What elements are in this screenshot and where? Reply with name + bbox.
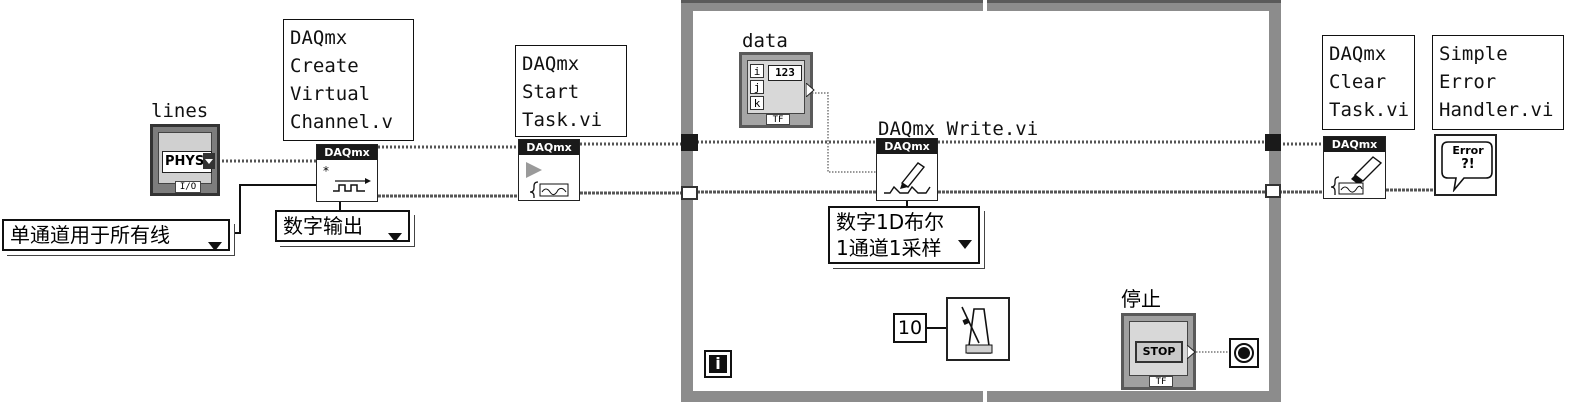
write-mode-ring[interactable]: 数字1D布尔 1通道1采样	[828, 206, 980, 264]
write-vi-label: DAQmx Write.vi	[878, 118, 1039, 140]
lines-label: lines	[151, 100, 209, 122]
stop-label: 停止	[1121, 287, 1161, 311]
write-mode-line2: 1通道1采样	[836, 236, 942, 260]
svg-text:*: *	[323, 164, 329, 178]
clear-task-node[interactable]: DAQmx	[1323, 136, 1386, 199]
iteration-terminal: i	[704, 350, 732, 378]
error-handler-node[interactable]: Error ?!	[1434, 134, 1497, 196]
speech-bubble-icon	[1441, 141, 1493, 192]
stop-tf-tag: TF	[1149, 376, 1173, 387]
error-mark: ?!	[1461, 157, 1475, 172]
iteration-label: i	[709, 355, 727, 373]
lines-io-tag: I/O	[175, 181, 201, 193]
daqmx-badge: DAQmx	[317, 145, 377, 160]
daqmx-badge: DAQmx	[877, 139, 937, 154]
data-index-k: k	[750, 96, 764, 110]
task-tunnel-out[interactable]	[1265, 134, 1281, 151]
loop-top-edge	[681, 0, 1281, 3]
wire-grouping-to-create	[230, 184, 317, 234]
start-task-icon	[526, 162, 569, 198]
start-task-node[interactable]: DAQmx	[518, 139, 580, 201]
daqmx-badge: DAQmx	[519, 140, 579, 155]
wait-constant[interactable]: 10	[893, 313, 927, 343]
stop-if-true-icon	[1234, 343, 1254, 363]
data-index-j: j	[750, 80, 764, 94]
write-mode-line1: 数字1D布尔	[836, 210, 945, 234]
data-numeric: 123	[768, 65, 802, 81]
while-loop[interactable]	[681, 0, 1281, 402]
channel-type-ring[interactable]: 数字输出	[275, 210, 410, 242]
create-channel-node[interactable]: DAQmx *	[316, 144, 378, 202]
line-grouping-ring[interactable]: 单通道用于所有线	[2, 219, 230, 251]
start-task-tip: DAQmx Start Task.vi	[515, 45, 627, 137]
lines-value: PHYS	[162, 151, 212, 173]
error-tunnel-out[interactable]	[1265, 184, 1281, 198]
stop-button[interactable]: STOP	[1135, 341, 1183, 363]
wire-data-to-write	[812, 92, 876, 173]
output-arrow-icon	[806, 83, 815, 97]
loop-condition-terminal[interactable]	[1229, 338, 1259, 368]
chevron-down-icon	[388, 222, 402, 250]
wait-ms-node[interactable]	[946, 297, 1010, 361]
data-label: data	[742, 30, 788, 52]
eraser-icon	[1330, 156, 1383, 195]
error-text: Error	[1452, 144, 1484, 157]
data-terminal[interactable]: i j k 123 TF	[739, 52, 815, 128]
data-tf-tag: TF	[766, 114, 790, 125]
loop-bottom-notch	[983, 391, 987, 402]
channel-type-value: 数字输出	[283, 214, 363, 238]
clear-task-tip: DAQmx Clear Task.vi	[1322, 35, 1415, 130]
daqmx-badge: DAQmx	[1324, 137, 1385, 152]
task-tunnel-in[interactable]	[681, 134, 698, 151]
lines-terminal[interactable]: PHYS I/O	[150, 124, 220, 196]
lines-dropdown-icon	[203, 153, 215, 169]
chevron-down-icon	[958, 230, 972, 256]
loop-top-notch	[983, 0, 987, 11]
pencil-icon	[884, 162, 931, 194]
write-node[interactable]: DAQmx	[876, 138, 938, 201]
stop-terminal[interactable]: STOP TF	[1121, 313, 1196, 390]
line-grouping-value: 单通道用于所有线	[10, 223, 170, 247]
metronome-icon	[961, 306, 993, 354]
error-handler-tip: Simple Error Handler.vi	[1432, 35, 1564, 130]
chevron-down-icon	[208, 231, 222, 259]
create-channel-tip: DAQmx Create Virtual Channel.v	[283, 19, 414, 141]
create-channel-icon: *	[323, 164, 371, 192]
data-index-i: i	[750, 64, 764, 78]
output-arrow-icon	[1187, 345, 1196, 359]
error-tunnel-in[interactable]	[681, 186, 698, 200]
